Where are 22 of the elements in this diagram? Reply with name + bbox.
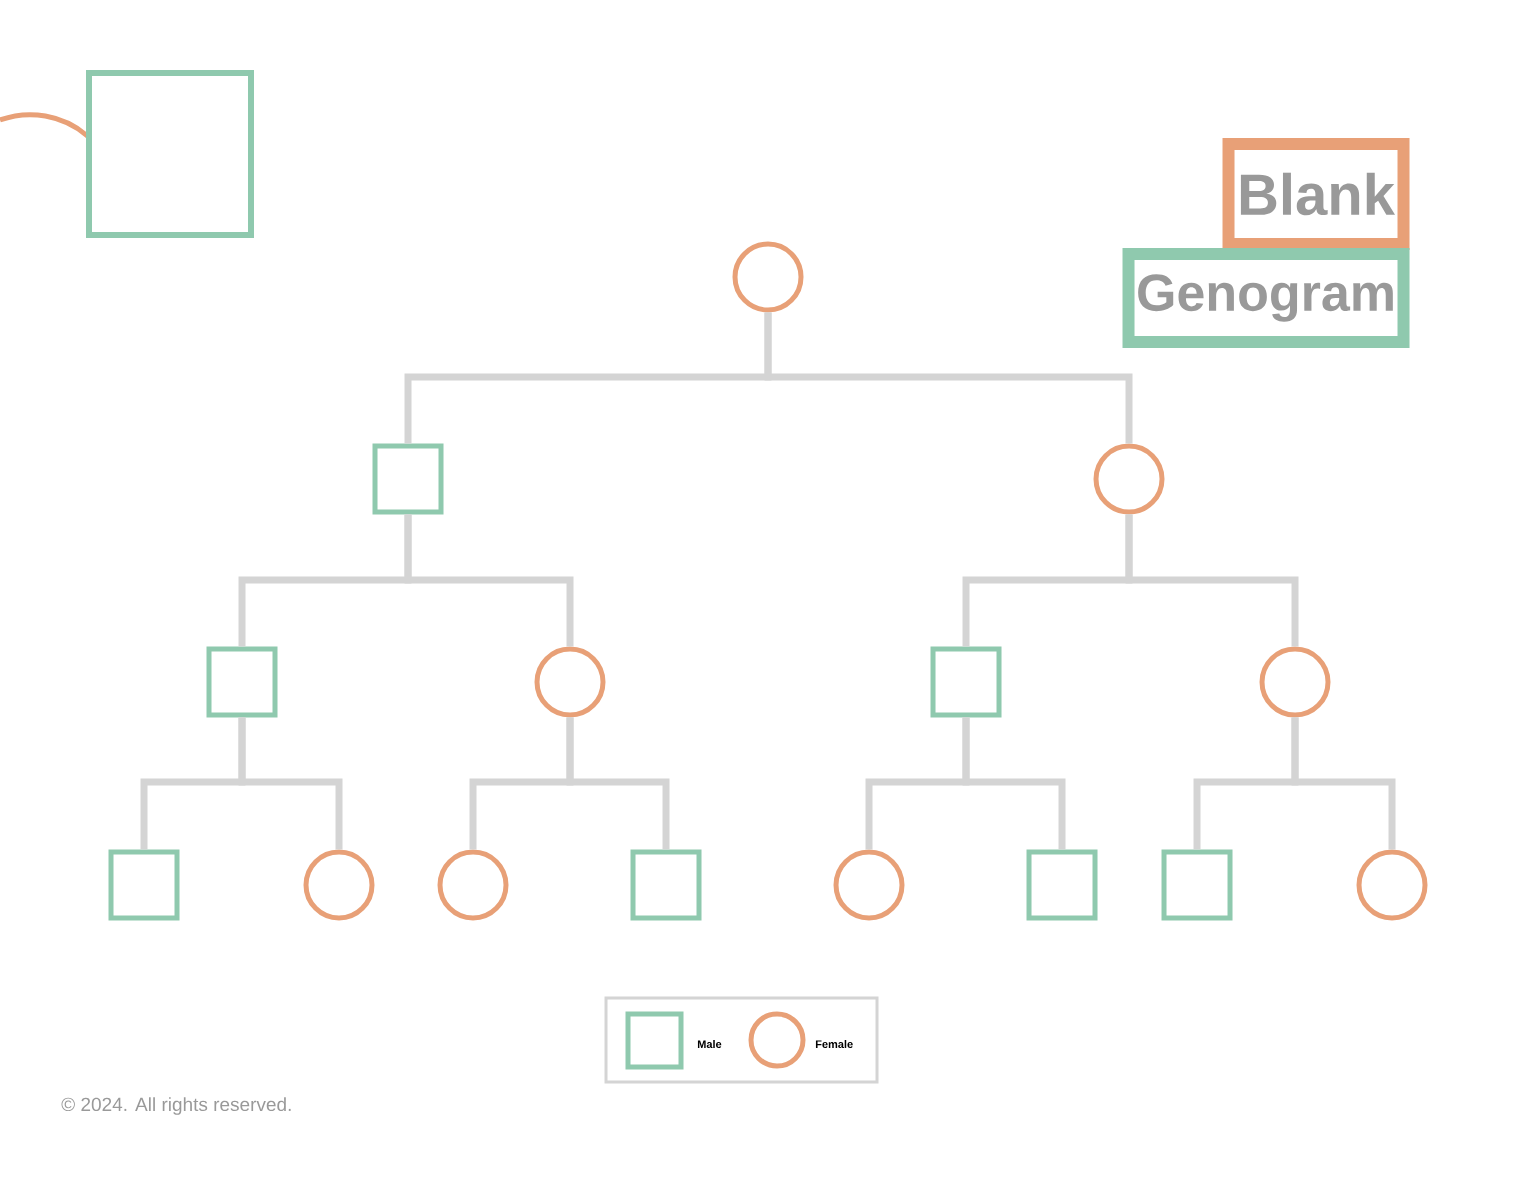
male-square <box>630 849 702 921</box>
male-square <box>1026 849 1098 921</box>
title-box: Genogram <box>1122 248 1410 348</box>
female-circle <box>732 241 804 313</box>
female-circle <box>1093 443 1165 515</box>
female-circle <box>437 849 509 921</box>
female-circle <box>303 849 375 921</box>
legend-label: Male <box>697 1040 722 1049</box>
legend-label: Female <box>815 1040 853 1049</box>
male-square <box>206 646 278 718</box>
connector-line <box>566 717 670 850</box>
title-box: Blank <box>1222 138 1410 250</box>
female-circle <box>534 646 606 718</box>
male-square <box>930 646 1002 718</box>
connector-line <box>962 717 1066 850</box>
male-square <box>108 849 180 921</box>
male-square <box>372 443 444 515</box>
copyright-note: © 2024. All rights reserved. <box>61 1097 291 1115</box>
male-square <box>1161 849 1233 921</box>
female-circle <box>1356 849 1428 921</box>
female-circle <box>833 849 905 921</box>
female-circle <box>1259 646 1331 718</box>
